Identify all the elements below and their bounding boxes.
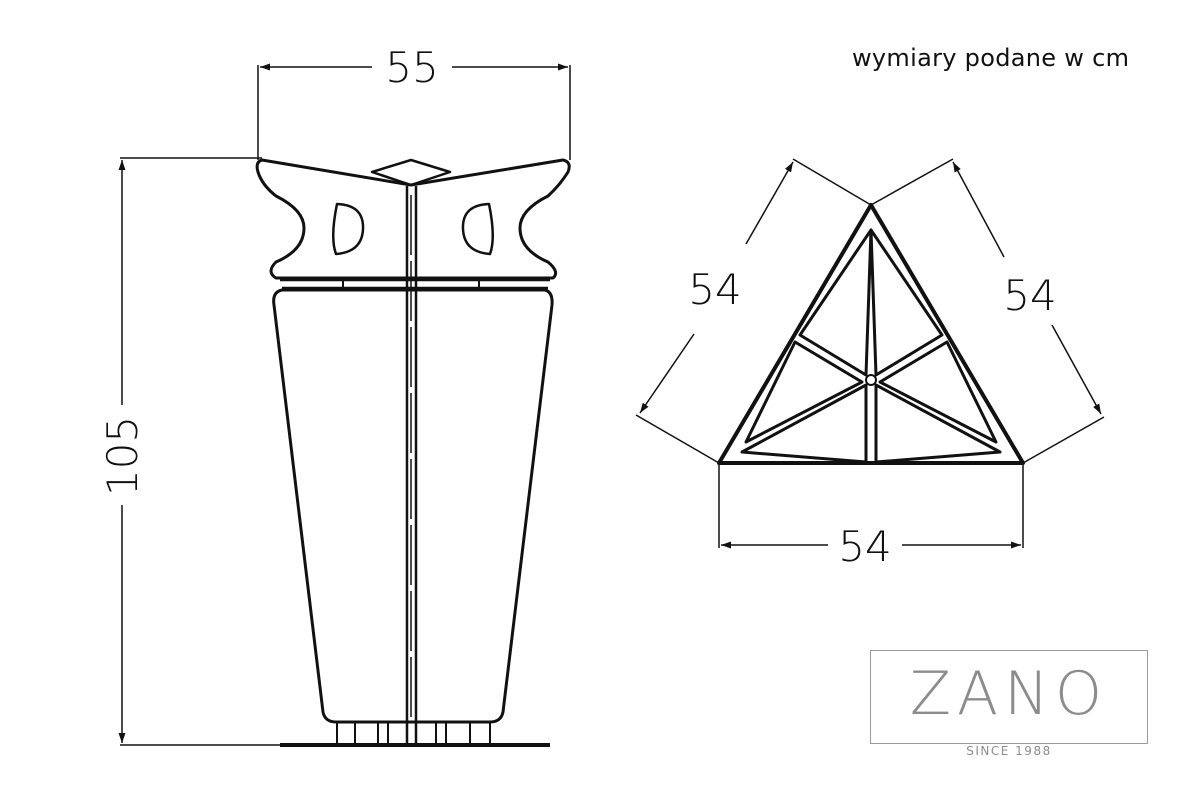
center-hub xyxy=(865,374,877,386)
logo-tagline-row: SINCE 1988 xyxy=(871,740,1147,759)
handle-opening-left xyxy=(332,202,365,256)
center-divider xyxy=(405,186,418,744)
dimension-side-bottom xyxy=(718,465,1024,549)
feet xyxy=(336,722,491,744)
dimension-label-side-right: 54 xyxy=(1003,271,1056,320)
outer-triangle xyxy=(717,203,1025,465)
dimension-side-right xyxy=(870,158,1105,464)
panel-right xyxy=(874,340,1002,464)
lid xyxy=(255,158,571,280)
bin-body xyxy=(272,288,554,724)
logo-wordmark: ZANO xyxy=(909,659,1109,729)
logo-tagline: SINCE 1988 xyxy=(958,744,1060,758)
dimension-label-height: 105 xyxy=(98,416,147,496)
dimension-label-side-bottom: 54 xyxy=(838,522,891,571)
dimension-side-left xyxy=(635,158,872,464)
panel-left xyxy=(740,340,868,464)
brand-logo: ZANO SINCE 1988 xyxy=(870,650,1148,758)
dimension-width-front xyxy=(257,63,571,160)
front-view xyxy=(255,158,571,747)
lid-inner-top xyxy=(370,158,452,187)
units-note: wymiary podane w cm xyxy=(852,44,1130,72)
dimension-label-side-left: 54 xyxy=(688,265,741,314)
panel-top xyxy=(798,228,944,377)
dimension-height xyxy=(118,157,280,746)
handle-opening-right xyxy=(461,202,494,256)
top-view xyxy=(717,203,1025,465)
dimension-label-width: 55 xyxy=(385,43,438,92)
